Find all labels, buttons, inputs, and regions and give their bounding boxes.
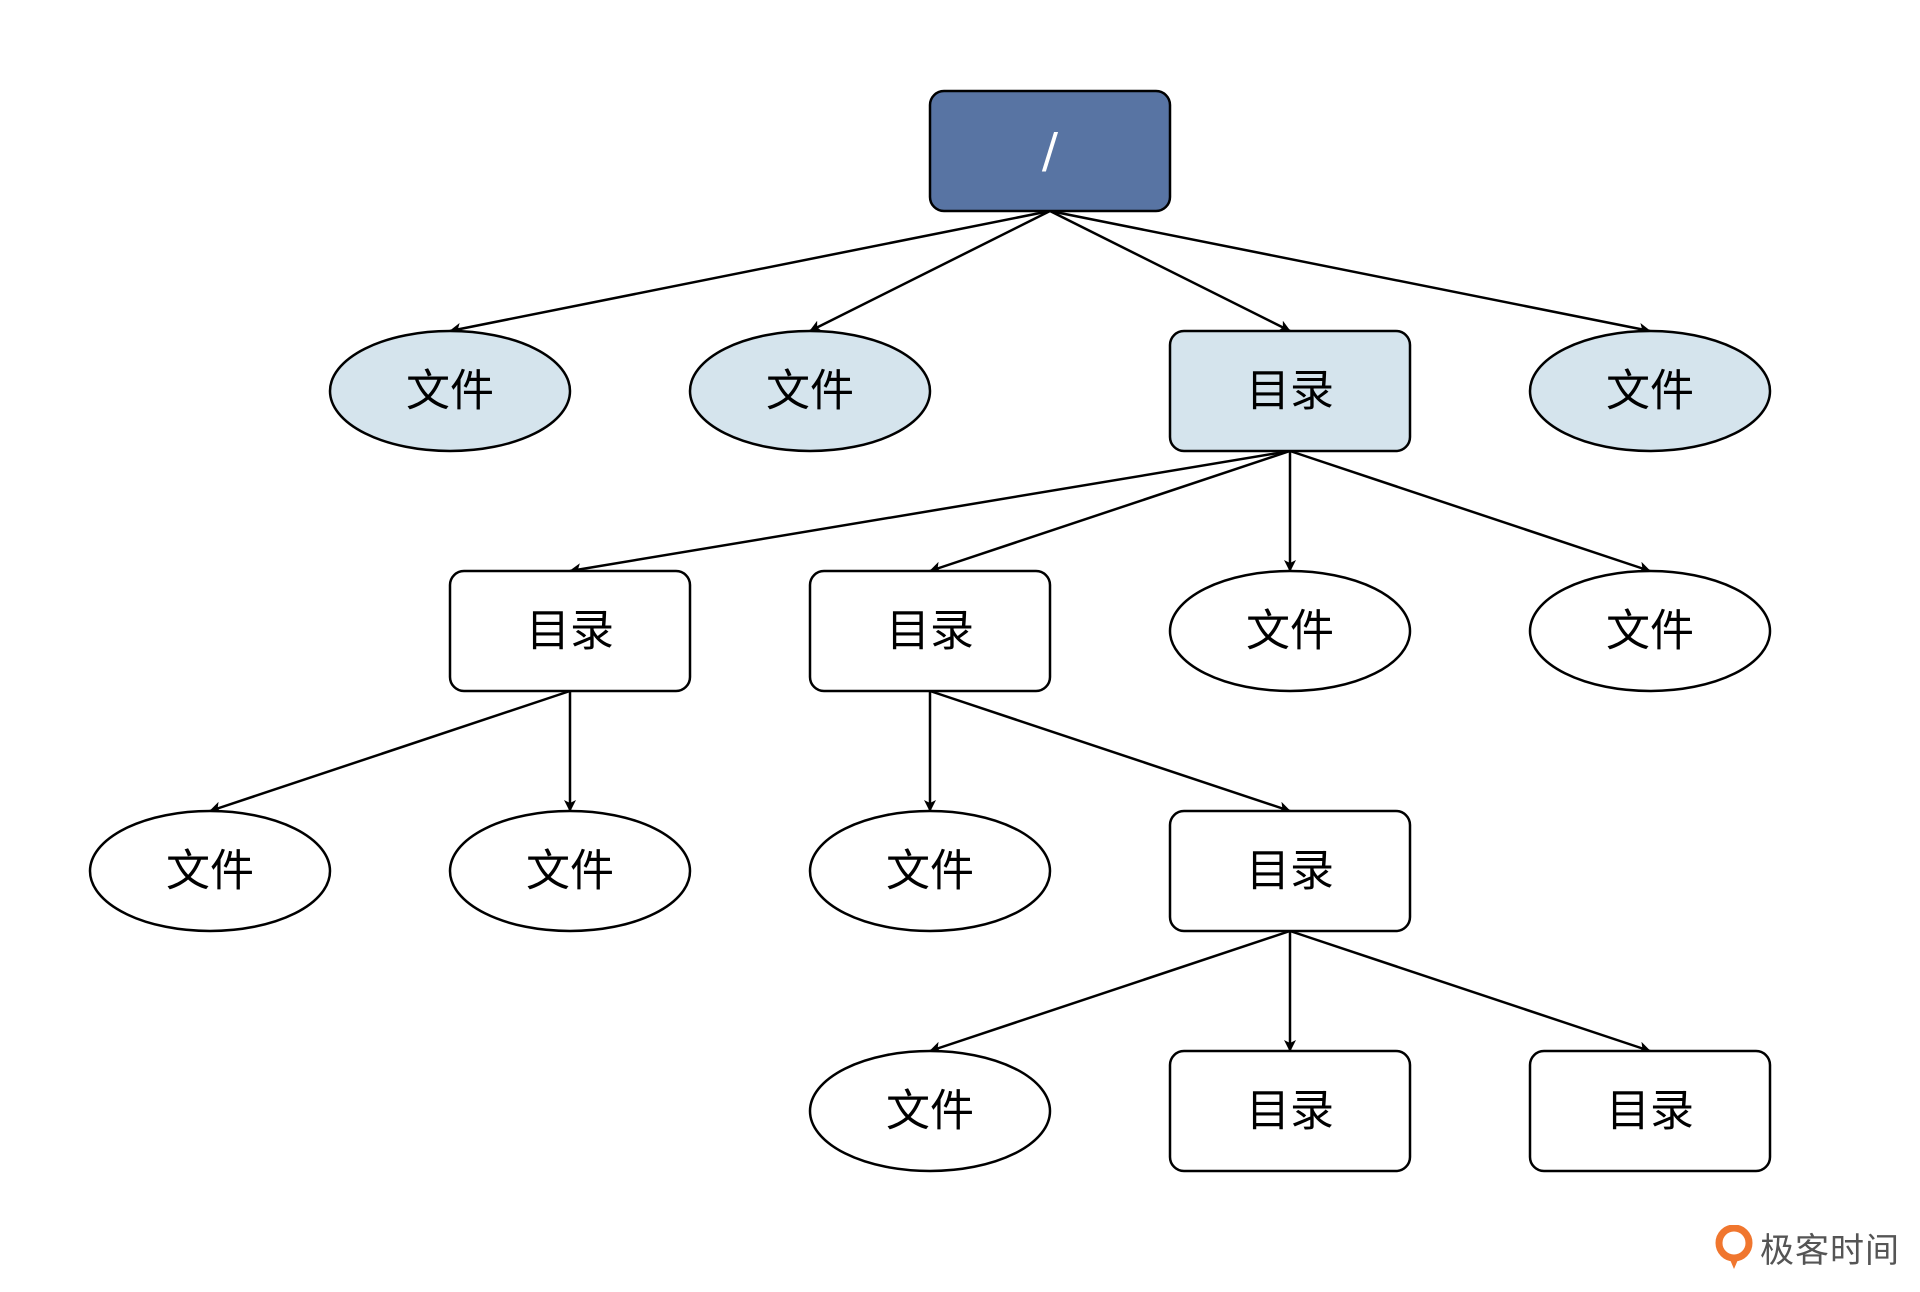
edge-arrow-l2-dir-b-to-l3-dir — [929, 689, 1291, 814]
directory-node-l1-dir: 目录 — [1168, 329, 1412, 453]
directory-node-l4-dir-2: 目录 — [1528, 1049, 1772, 1173]
node-label: 目录 — [1246, 846, 1334, 897]
node-box — [1168, 329, 1412, 453]
edge-arrow-root-to-l1-dir — [1049, 209, 1291, 333]
file-node-l1-file-3: 文件 — [1528, 329, 1772, 453]
file-node-l4-file: 文件 — [808, 1049, 1052, 1173]
edge-arrow-l1-dir-to-l2-dir-a — [569, 449, 1291, 576]
node-ellipse — [808, 809, 1052, 933]
node-box — [928, 89, 1172, 213]
node-ellipse — [1528, 569, 1772, 693]
brand-text: 极客时间 — [1760, 1231, 1900, 1271]
node-ellipse — [1168, 569, 1412, 693]
edge-arrow-l1-dir-to-l2-file-2 — [1289, 449, 1651, 574]
edge-arrow-root-to-l1-file-2 — [809, 209, 1051, 333]
directory-node-l2-dir-b: 目录 — [808, 569, 1052, 693]
node-box — [808, 569, 1052, 693]
directory-node-l2-dir-a: 目录 — [448, 569, 692, 693]
file-node-l1-file-1: 文件 — [328, 329, 572, 453]
edges-layer — [209, 209, 1651, 1054]
node-label: 目录 — [1606, 1086, 1694, 1137]
node-label: 文件 — [1606, 366, 1694, 417]
node-ellipse — [1528, 329, 1772, 453]
node-ellipse — [448, 809, 692, 933]
edge-arrow-l3-dir-to-l4-file — [929, 929, 1291, 1054]
node-label: 文件 — [406, 366, 494, 417]
node-ellipse — [808, 1049, 1052, 1173]
edge-arrow-root-to-l1-file-3 — [1049, 209, 1651, 335]
directory-node-l4-dir-1: 目录 — [1168, 1049, 1412, 1173]
directory-node-root: / — [928, 89, 1172, 213]
node-label: / — [1042, 123, 1059, 179]
edge-arrow-l2-dir-a-to-l3-file-1 — [209, 689, 571, 814]
node-label: 目录 — [1246, 1086, 1334, 1137]
node-box — [1168, 1049, 1412, 1173]
node-box — [1168, 809, 1412, 933]
node-label: 文件 — [166, 846, 254, 897]
file-node-l1-file-2: 文件 — [688, 329, 932, 453]
node-ellipse — [328, 329, 572, 453]
node-box — [1528, 1049, 1772, 1173]
node-label: 文件 — [886, 1086, 974, 1137]
node-label: 目录 — [1246, 366, 1334, 417]
geektime-logo-icon — [1715, 1224, 1753, 1269]
edge-arrow-l3-dir-to-l4-dir-2 — [1289, 929, 1651, 1054]
node-label: 文件 — [1606, 606, 1694, 657]
edge-arrow-l1-dir-to-l2-dir-b — [929, 449, 1291, 574]
node-label: 文件 — [526, 846, 614, 897]
nodes-layer: /文件文件目录文件目录目录文件文件文件文件文件目录文件目录目录 — [88, 89, 1772, 1173]
brand-watermark: 极客时间 — [1714, 1223, 1900, 1272]
file-node-l2-file-2: 文件 — [1528, 569, 1772, 693]
edge-arrow-root-to-l1-file-1 — [449, 209, 1051, 335]
node-label: 文件 — [886, 846, 974, 897]
node-label: 目录 — [886, 606, 974, 657]
node-box — [448, 569, 692, 693]
file-node-l3-file-3: 文件 — [808, 809, 1052, 933]
file-node-l3-file-2: 文件 — [448, 809, 692, 933]
node-label: 文件 — [1246, 606, 1334, 657]
node-ellipse — [88, 809, 332, 933]
node-ellipse — [688, 329, 932, 453]
file-node-l2-file-1: 文件 — [1168, 569, 1412, 693]
node-label: 目录 — [526, 606, 614, 657]
node-label: 文件 — [766, 366, 854, 417]
file-node-l3-file-1: 文件 — [88, 809, 332, 933]
directory-node-l3-dir: 目录 — [1168, 809, 1412, 933]
